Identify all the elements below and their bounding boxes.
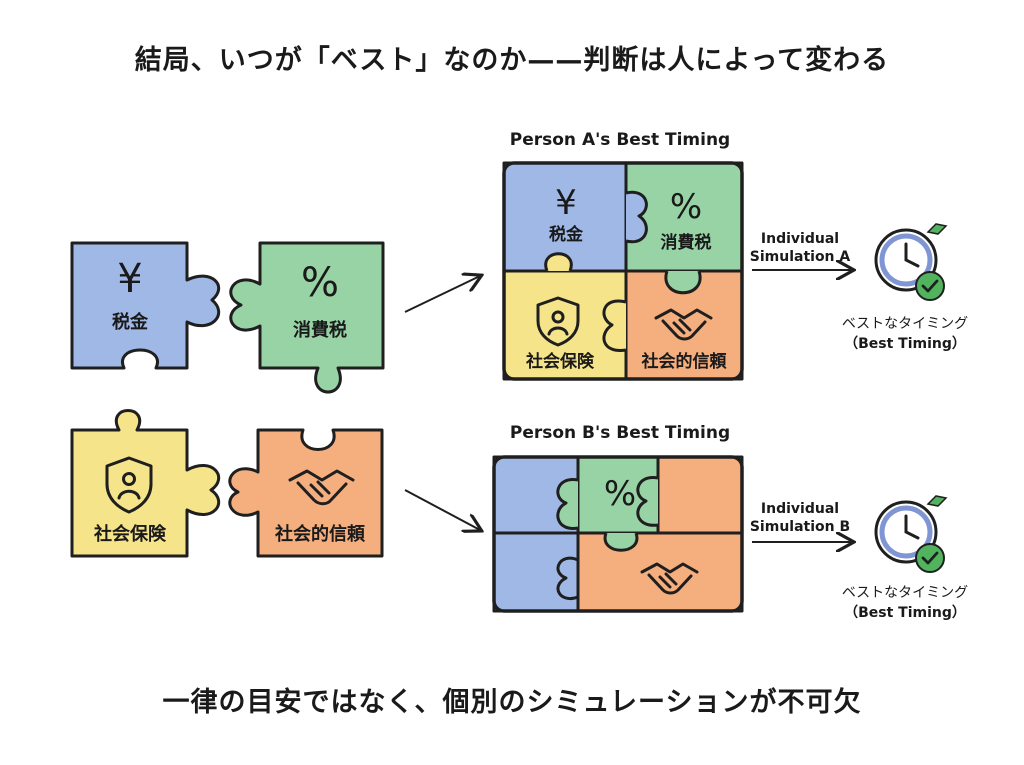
check-icon <box>915 543 945 573</box>
simulation-b-label-line2: Simulation B <box>750 519 850 535</box>
handshake-icon <box>288 469 355 506</box>
handshake-icon <box>640 562 699 595</box>
arrow-to-person-b <box>404 489 480 530</box>
consumption-tax-piece-label: 消費税 <box>293 319 347 341</box>
person-b-heading: Person B's Best Timing <box>510 423 730 443</box>
best-timing-a-line1: ベストなタイミング <box>842 316 968 332</box>
handshake-icon <box>654 308 713 341</box>
person-a-puzzle: ¥ 税金 % 消費税 社会保険 社会的信頼 <box>502 161 744 381</box>
social-insurance-piece: 社会保険 <box>70 409 221 558</box>
tax-piece: ¥ 税金 <box>70 241 220 370</box>
social-trust-piece: 社会的信頼 <box>228 428 384 558</box>
person-a-social-insurance-label: 社会保険 <box>525 351 595 372</box>
person-a-heading: Person A's Best Timing <box>510 130 730 150</box>
yen-icon: ¥ <box>117 256 142 302</box>
best-timing-b-line1: ベストなタイミング <box>842 585 968 601</box>
percent-icon: % <box>301 260 339 306</box>
shield-person-icon <box>536 296 580 347</box>
best-timing-b-line2: （Best Timing） <box>844 605 966 621</box>
person-a-social-trust-label: 社会的信頼 <box>641 351 728 372</box>
social-trust-piece-label: 社会的信頼 <box>275 523 366 545</box>
tax-piece-label: 税金 <box>112 311 149 333</box>
check-icon <box>915 271 945 301</box>
best-timing-a-line2: （Best Timing） <box>844 336 966 352</box>
consumption-tax-piece: % 消費税 <box>229 241 385 394</box>
page-title: 結局、いつが「ベスト」なのか——判断は人によって変わる <box>134 45 890 76</box>
simulation-a-label-line1: Individual <box>761 231 839 247</box>
yen-icon: ¥ <box>555 183 577 223</box>
social-insurance-piece-label: 社会保険 <box>94 523 167 545</box>
person-a-consumption-tax-label: 消費税 <box>661 232 712 253</box>
simulation-a-label-line2: Simulation A <box>750 249 851 265</box>
person-b-puzzle: % <box>492 455 744 613</box>
percent-icon: % <box>604 474 636 514</box>
percent-icon: % <box>670 187 702 227</box>
shield-person-icon <box>105 456 153 514</box>
arrow-to-person-a <box>404 276 480 313</box>
footer-message: 一律の目安ではなく、個別のシミュレーションが不可欠 <box>162 687 862 718</box>
simulation-b-label-line1: Individual <box>761 501 839 517</box>
person-a-tax-label: 税金 <box>549 224 584 245</box>
